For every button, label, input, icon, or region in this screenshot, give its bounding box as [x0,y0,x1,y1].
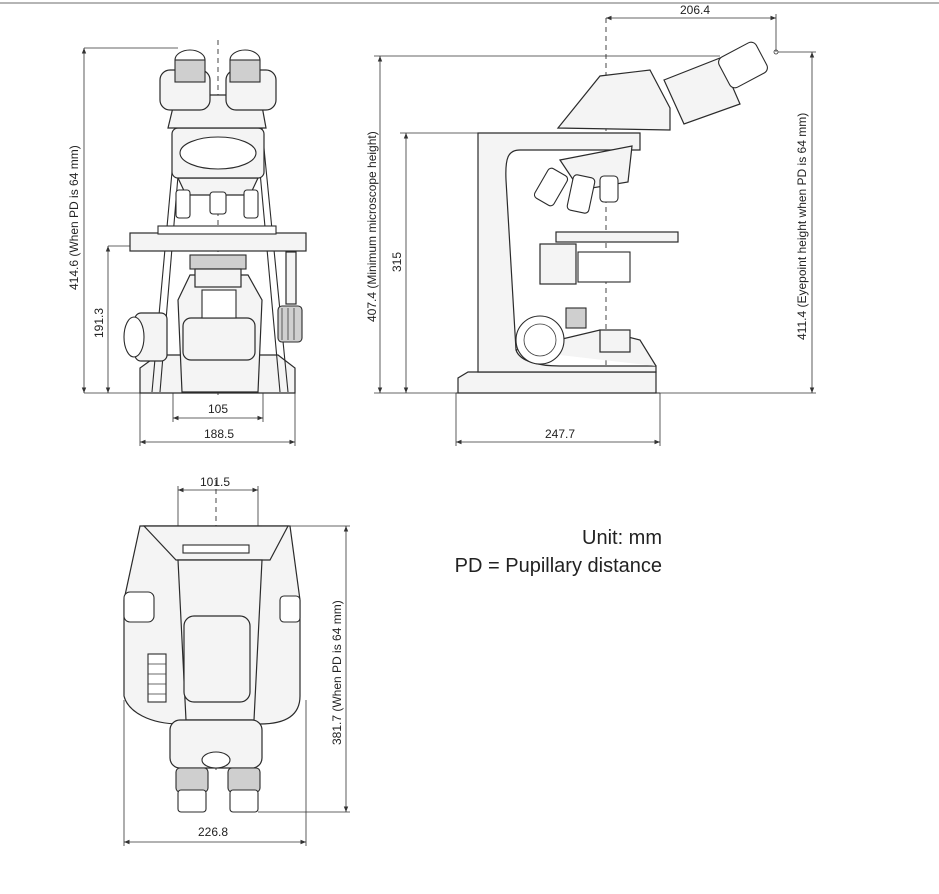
top-length-label: 381.7 (When PD is 64 mm) [330,600,344,745]
front-view: 414.6 (When PD is 64 mm) 191.3 105 188.5 [67,40,307,446]
front-base-inner-width-label: 105 [208,402,228,416]
front-base-width-label: 188.5 [204,427,234,441]
side-depth-label: 247.7 [545,427,575,441]
unit-note: Unit: mm [582,527,662,549]
top-head-width-label: 101.5 [200,475,230,489]
top-width-label: 226.8 [198,825,228,839]
notes: Unit: mm PD = Pupillary distance [455,527,662,577]
side-top-offset-label: 206.4 [680,3,710,17]
front-total-height-label: 414.6 (When PD is 64 mm) [67,145,81,290]
side-arm-height-label: 315 [390,252,404,272]
side-min-height-label: 407.4 (Minimum microscope height) [365,131,379,322]
top-view: 101.5 381.7 (When PD is 64 mm) 226.8 [123,475,350,846]
side-eyepoint-label: 411.4 (Eyepoint height when PD is 64 mm) [795,113,809,340]
side-view: 206.4 407.4 (Minimum microscope height) … [365,3,816,446]
pd-note: PD = Pupillary distance [455,555,662,577]
front-stage-height-label: 191.3 [92,308,106,338]
